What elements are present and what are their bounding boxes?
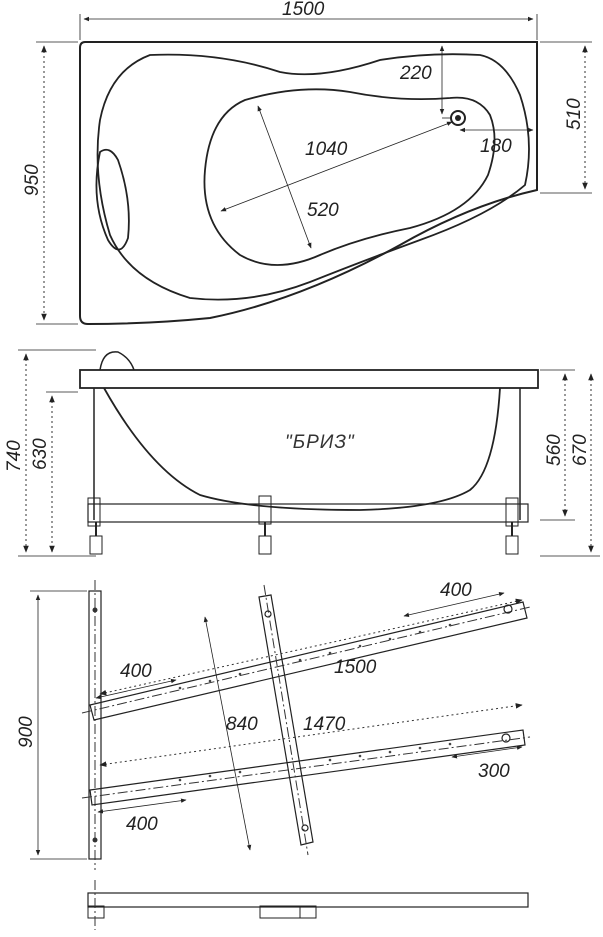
dim-width-520: 520 xyxy=(307,200,339,221)
leg-adjuster-right xyxy=(505,497,519,555)
dim-offset-bottom-right-300: 300 xyxy=(478,761,510,782)
top-view: 1500 950 510 220 180 1040 520 xyxy=(22,0,592,326)
top-view-outline xyxy=(79,41,538,326)
side-view: "БРИЗ" 740 630 560 670 xyxy=(4,349,600,557)
dim-side-510: 510 xyxy=(564,98,585,130)
dim-total-height-670: 670 xyxy=(570,434,591,466)
dim-rim-height-560: 560 xyxy=(544,434,565,466)
bath-rim-contour xyxy=(96,53,530,301)
dim-offset-top-right-400: 400 xyxy=(440,580,472,601)
dim-offset-top-left-400: 400 xyxy=(120,661,152,682)
bath-basin-contour xyxy=(203,88,496,266)
dim-total-height-740: 740 xyxy=(4,440,25,472)
frame-rail-bottom xyxy=(89,729,526,806)
dim-drain-220: 220 xyxy=(399,63,432,84)
model-name: "БРИЗ" xyxy=(285,432,355,453)
leg-adjuster-center xyxy=(258,495,272,555)
dim-width-1500: 1500 xyxy=(282,0,325,20)
frame-bar-side xyxy=(87,503,529,523)
frame-view: 900 1500 1470 840 400 400 400 300 xyxy=(16,580,531,930)
dim-top-rail-1500: 1500 xyxy=(334,657,377,678)
dim-rim-height-630: 630 xyxy=(30,438,51,470)
dim-offset-bottom-left-400: 400 xyxy=(126,814,158,835)
frame-bottom-plan xyxy=(87,880,529,930)
bath-body-side xyxy=(103,387,501,511)
headrest xyxy=(95,148,130,251)
dim-height-950: 950 xyxy=(22,164,43,196)
dim-frame-height-900: 900 xyxy=(16,716,37,748)
dim-cross-bar-840: 840 xyxy=(226,714,258,735)
bath-rim-side xyxy=(79,369,539,389)
frame-rail-top xyxy=(89,601,528,721)
dim-length-1040: 1040 xyxy=(305,139,348,160)
dim-drain-180: 180 xyxy=(480,136,512,157)
dim-bottom-rail-1470: 1470 xyxy=(303,714,346,735)
leg-adjuster-left xyxy=(87,497,103,555)
